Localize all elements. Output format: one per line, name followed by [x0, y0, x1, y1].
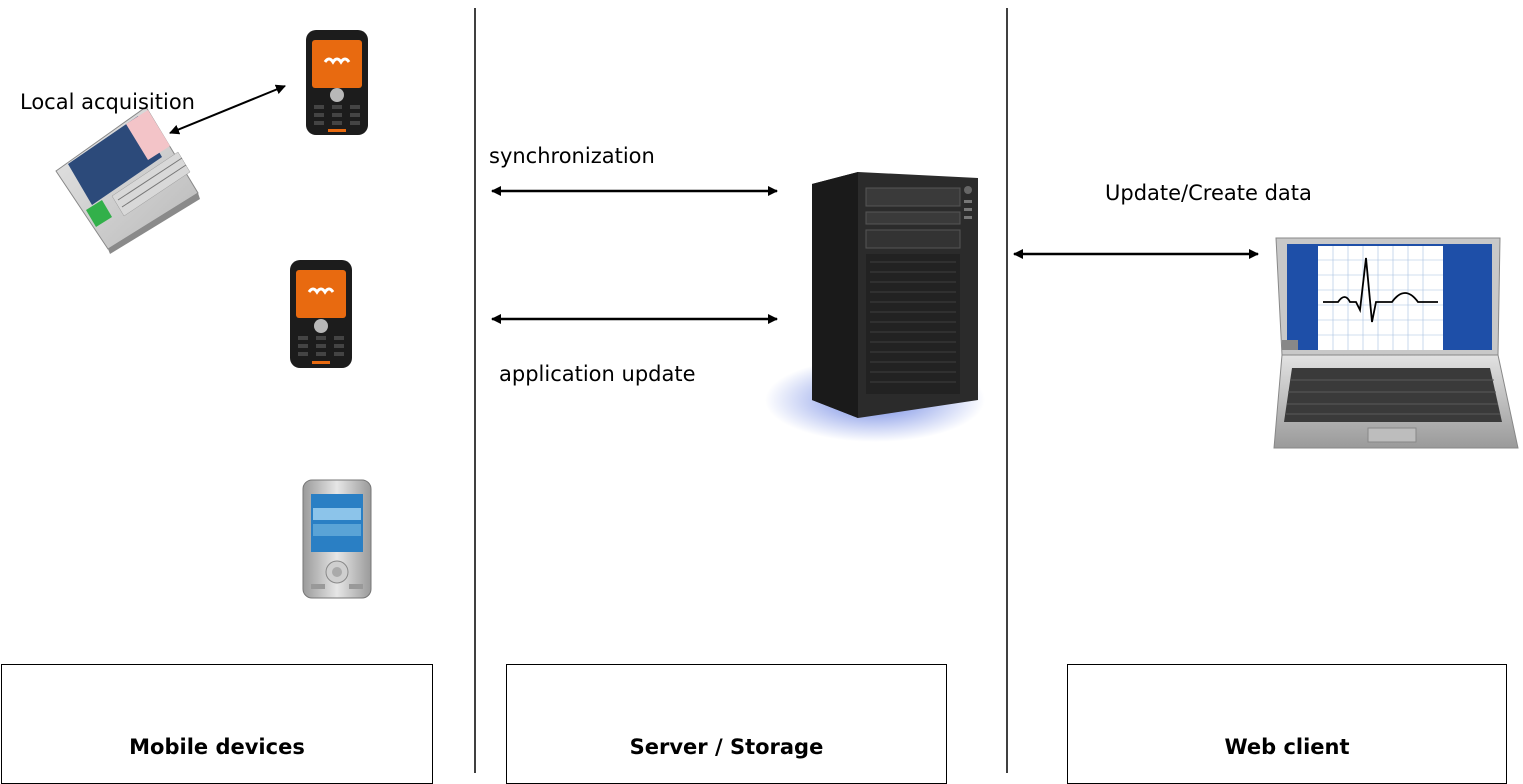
smartphone-icon: [302, 479, 372, 599]
mobile-phone-icon: [306, 30, 368, 135]
web-client-title: Web client: [1224, 735, 1350, 759]
mobile-phone-icon: [290, 260, 352, 368]
mobile-devices-box: Mobile devices: [1, 664, 433, 784]
web-client-box: Web client: [1067, 664, 1507, 784]
application-update-label: application update: [499, 362, 696, 386]
mobile-devices-title: Mobile devices: [129, 735, 305, 759]
server-storage-box: Server / Storage: [506, 664, 947, 784]
server-storage-title: Server / Storage: [629, 735, 824, 759]
local-acquisition-label: Local acquisition: [20, 90, 195, 114]
laptop-ecg-icon: [1273, 237, 1519, 449]
synchronization-label: synchronization: [489, 144, 655, 168]
ecg-device-icon: [55, 106, 200, 254]
local-acquisition-arrow: [169, 84, 286, 135]
update-create-label: Update/Create data: [1105, 181, 1312, 205]
server-tower-icon: [765, 172, 985, 442]
